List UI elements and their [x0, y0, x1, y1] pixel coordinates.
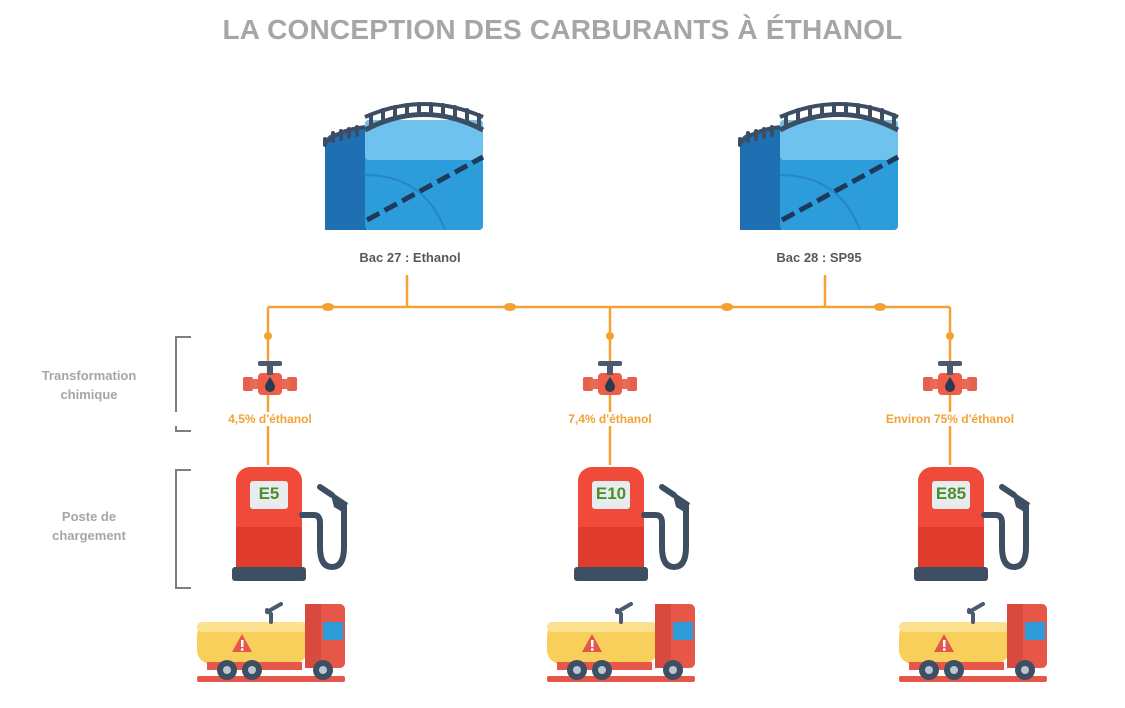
storage-tank-icon-sp95: [740, 104, 898, 230]
valve-icon-e5: [243, 361, 297, 395]
tank-label-sp95: Bac 28 : SP95: [776, 250, 862, 265]
pump-code-e10: E10: [595, 484, 627, 503]
pump-code-e85: E85: [935, 484, 967, 503]
tanker-truck-icon-e5: [195, 602, 347, 684]
stage-label-loading: Poste de chargement: [52, 509, 126, 543]
stage-label-transformation: Transformation chimique: [41, 368, 137, 402]
percentage-label-e5: 4,5% d'éthanol: [170, 412, 370, 426]
percentage-label-e10: 7,4% d'éthanol: [510, 412, 710, 426]
bracket-loading: [175, 469, 191, 589]
valve-icon-e10: [583, 361, 637, 395]
pump-code-e5: E5: [258, 484, 280, 503]
bracket-transformation: [175, 336, 191, 432]
storage-tank-icon-ethanol: [325, 104, 483, 230]
tank-label-ethanol: Bac 27 : Ethanol: [359, 250, 461, 265]
valve-icon-e85: [923, 361, 977, 395]
tanker-truck-icon-e85: [897, 602, 1049, 684]
diagram-title: LA CONCEPTION DES CARBURANTS À ÉTHANOL: [222, 14, 903, 45]
pipe-junctions: [264, 303, 954, 340]
percentage-label-e85: Environ 75% d'éthanol: [850, 412, 1050, 426]
tanker-truck-icon-e10: [545, 602, 697, 684]
